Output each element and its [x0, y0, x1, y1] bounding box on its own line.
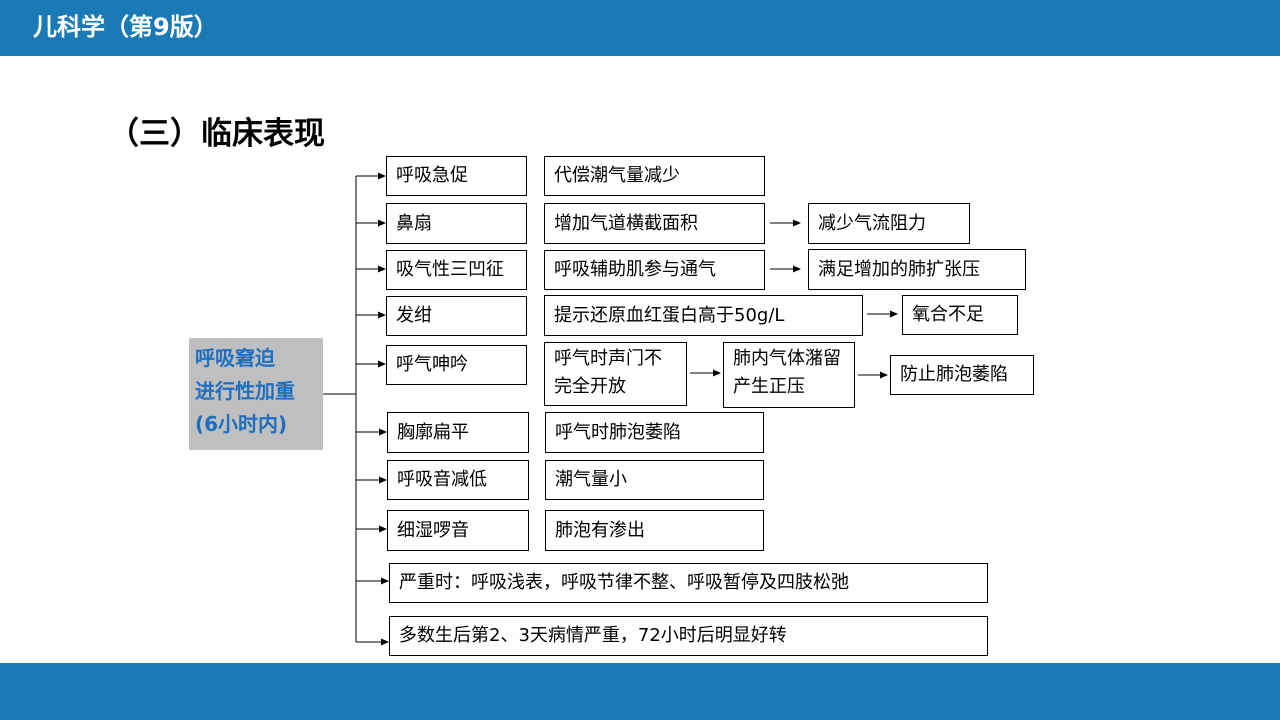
note-box-severe: 严重时：呼吸浅表，呼吸节律不整、呼吸暂停及四肢松弛 — [389, 563, 988, 603]
symptom-box: 呼气呻吟 — [386, 345, 527, 385]
mechanism-box: 代偿潮气量减少 — [544, 156, 765, 196]
symptom-box: 胸廓扁平 — [387, 412, 529, 453]
effect-box: 减少气流阻力 — [808, 203, 970, 244]
symptom-box: 呼吸音减低 — [387, 460, 529, 500]
symptom-box: 吸气性三凹征 — [386, 250, 527, 290]
root-line-2: 进行性加重 — [195, 379, 295, 403]
footer-bar — [0, 663, 1280, 720]
mechanism-box: 增加气道横截面积 — [544, 203, 765, 244]
outcome-box: 防止肺泡萎陷 — [890, 355, 1034, 395]
effect-box: 氧合不足 — [902, 295, 1018, 335]
mechanism-box: 呼气时声门不完全开放 — [544, 342, 687, 406]
book-title: 儿科学（第9版） — [33, 13, 218, 41]
symptom-box: 发绀 — [386, 296, 527, 336]
root-line-3: (6小时内) — [195, 412, 288, 436]
section-title: （三）临床表现 — [108, 116, 325, 152]
effect-box: 满足增加的肺扩张压 — [808, 249, 1026, 290]
mechanism-box: 提示还原血红蛋白高于50g/L — [544, 295, 863, 336]
mechanism-box: 肺泡有渗出 — [545, 510, 764, 551]
symptom-box: 细湿啰音 — [387, 510, 529, 551]
header-bar: 儿科学（第9版） — [0, 0, 1280, 56]
root-node: 呼吸窘迫 进行性加重 (6小时内) — [189, 338, 323, 450]
mechanism-box: 呼吸辅助肌参与通气 — [544, 250, 765, 290]
note-box-course: 多数生后第2、3天病情严重，72小时后明显好转 — [389, 616, 988, 656]
effect-box: 肺内气体潴留产生正压 — [723, 342, 855, 408]
mechanism-box: 呼气时肺泡萎陷 — [545, 412, 764, 453]
symptom-box: 呼吸急促 — [386, 156, 527, 196]
mechanism-box: 潮气量小 — [545, 460, 764, 500]
root-line-1: 呼吸窘迫 — [195, 346, 275, 370]
symptom-box: 鼻扇 — [386, 203, 527, 244]
